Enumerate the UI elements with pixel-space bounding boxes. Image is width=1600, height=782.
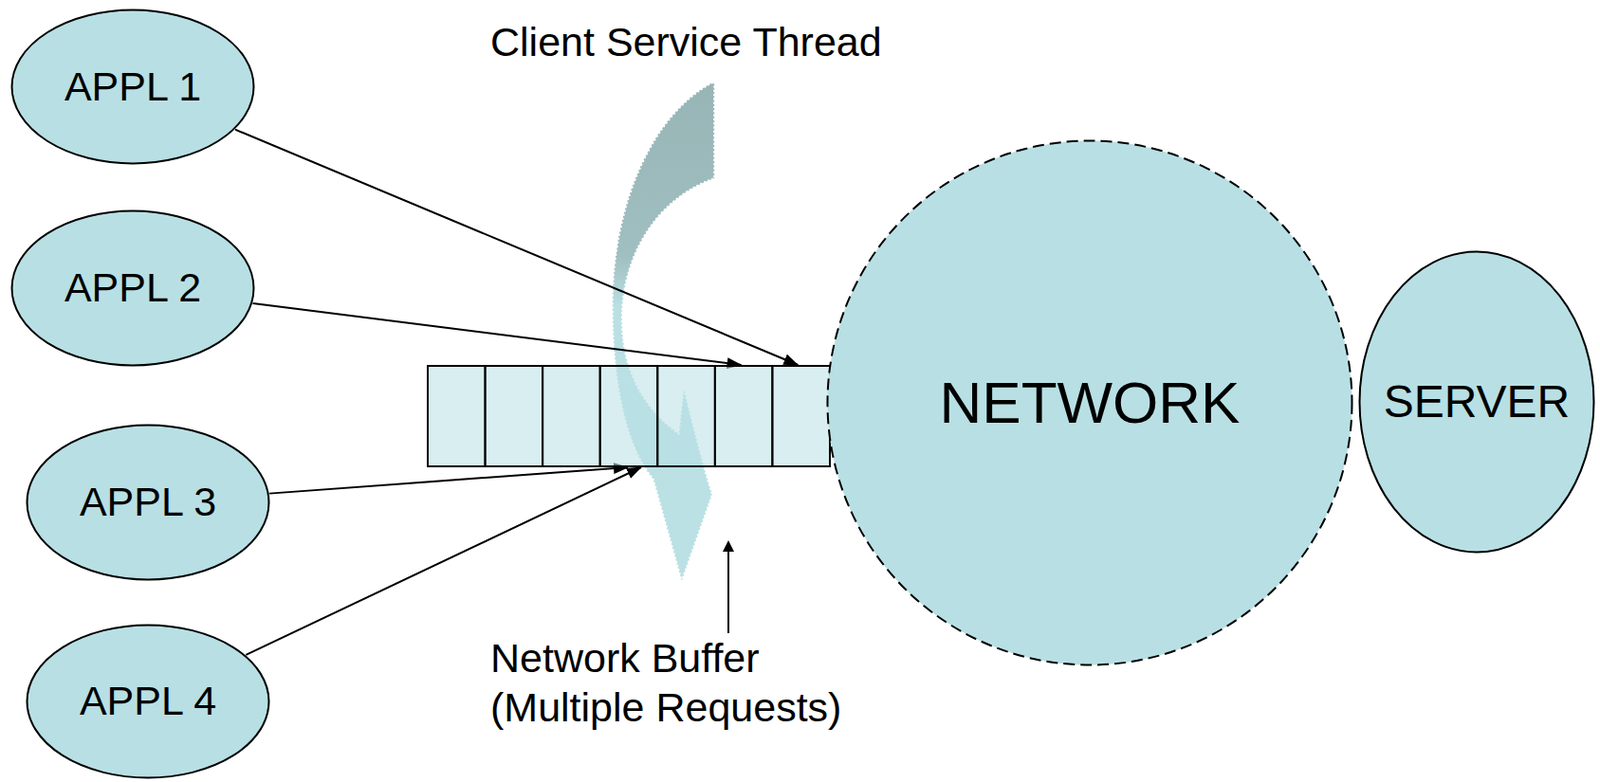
application-ellipse: APPL 2	[10, 209, 256, 368]
network-buffer: Network Buffer (Multiple Requests)	[426, 365, 829, 468]
node-label: APPL 4	[79, 677, 217, 727]
node-label: APPL 3	[79, 478, 217, 528]
application-ellipse-outline	[25, 624, 271, 780]
node-label: SERVER	[1383, 374, 1571, 430]
request-connector	[269, 467, 628, 495]
request-connector	[253, 303, 742, 366]
leader-line	[727, 542, 730, 634]
application-ellipse: APPL 3	[25, 423, 271, 582]
node-label: APPL 2	[64, 263, 202, 313]
node-label: NETWORK	[939, 367, 1241, 439]
thread-label: Client Service Thread	[490, 18, 883, 66]
server-ellipse-outline	[1358, 250, 1596, 554]
server-ellipse: SERVER	[1358, 250, 1596, 554]
network-circle: NETWORK	[826, 139, 1354, 667]
application-ellipse: APPL 1	[10, 8, 256, 166]
request-connector	[245, 467, 642, 656]
application-ellipse-outline	[25, 423, 271, 582]
application-ellipse: APPL 4	[25, 624, 271, 780]
node-label: Network Buffer (Multiple Requests)	[490, 634, 899, 733]
request-connector	[235, 129, 798, 366]
node-label: APPL 1	[64, 62, 202, 112]
application-ellipse-outline	[10, 209, 256, 368]
thread-arrow	[612, 81, 716, 582]
network-buffer-outline	[426, 365, 829, 468]
network-circle-outline	[826, 139, 1354, 667]
application-ellipse-outline	[10, 8, 256, 166]
